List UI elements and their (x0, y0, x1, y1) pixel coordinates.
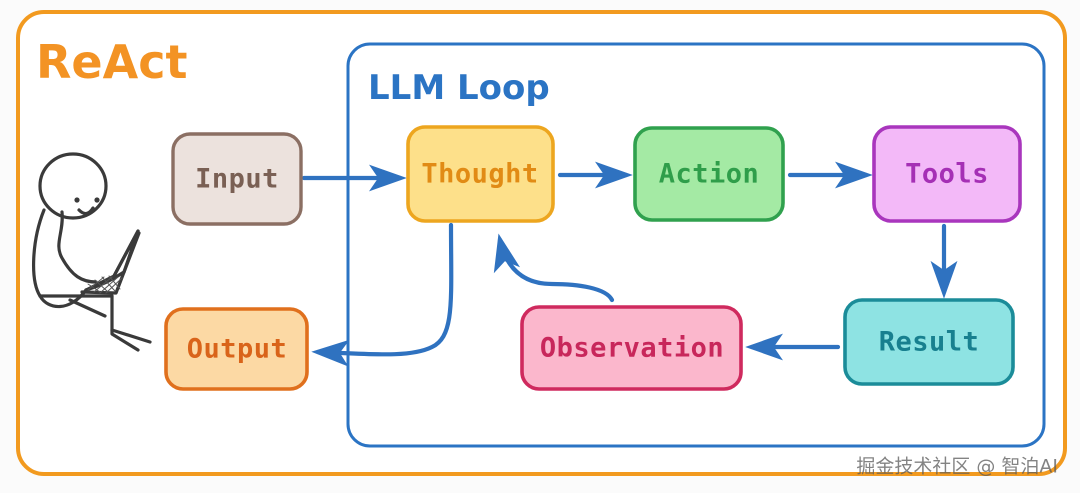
llm-loop-frame (346, 42, 1046, 448)
figure-torso (57, 210, 98, 284)
node-result-label: Result (879, 327, 980, 358)
node-result[interactable]: Result (843, 298, 1015, 386)
node-action[interactable]: Action (633, 126, 785, 222)
node-output[interactable]: Output (164, 307, 309, 391)
figure-seat (68, 298, 107, 318)
edge-observation-to-thought (493, 233, 615, 303)
laptop-base (80, 231, 141, 295)
node-tools-box[interactable] (872, 125, 1022, 223)
laptop-keyboard-hatch (87, 275, 123, 294)
node-output-box[interactable] (164, 307, 309, 391)
laptop-lid-edge (84, 229, 140, 292)
node-thought-box[interactable] (406, 125, 555, 223)
user-figure-icon (32, 152, 152, 352)
node-tools-label: Tools (905, 159, 989, 190)
figure-leg-back (110, 328, 152, 344)
figure-leg-front (110, 294, 140, 352)
figure-eye-right (94, 197, 100, 203)
edge-thought-to-output (311, 222, 454, 367)
llm-loop-title: LLM Loop (368, 68, 550, 108)
node-observation-label: Observation (540, 333, 724, 364)
edges (301, 161, 958, 367)
watermark: 掘金技术社区 @ 智泊AI (856, 456, 1058, 478)
figure-head (38, 152, 108, 220)
node-input[interactable]: Input (171, 132, 303, 226)
page-title: ReAct (36, 35, 187, 89)
node-observation[interactable]: Observation (520, 305, 743, 391)
node-tools[interactable]: Tools (872, 125, 1022, 223)
node-input-label: Input (195, 164, 279, 195)
llm-loop-frame-rect (346, 42, 1046, 448)
node-action-box[interactable] (633, 126, 785, 222)
node-input-box[interactable] (171, 132, 303, 226)
node-action-label: Action (659, 159, 760, 190)
node-output-label: Output (187, 334, 288, 365)
node-result-box[interactable] (843, 298, 1015, 386)
node-thought[interactable]: Thought (406, 125, 555, 223)
figure-eye-left (74, 197, 80, 203)
node-thought-label: Thought (421, 159, 538, 190)
figure-smile (77, 206, 95, 216)
node-observation-box[interactable] (520, 305, 743, 391)
